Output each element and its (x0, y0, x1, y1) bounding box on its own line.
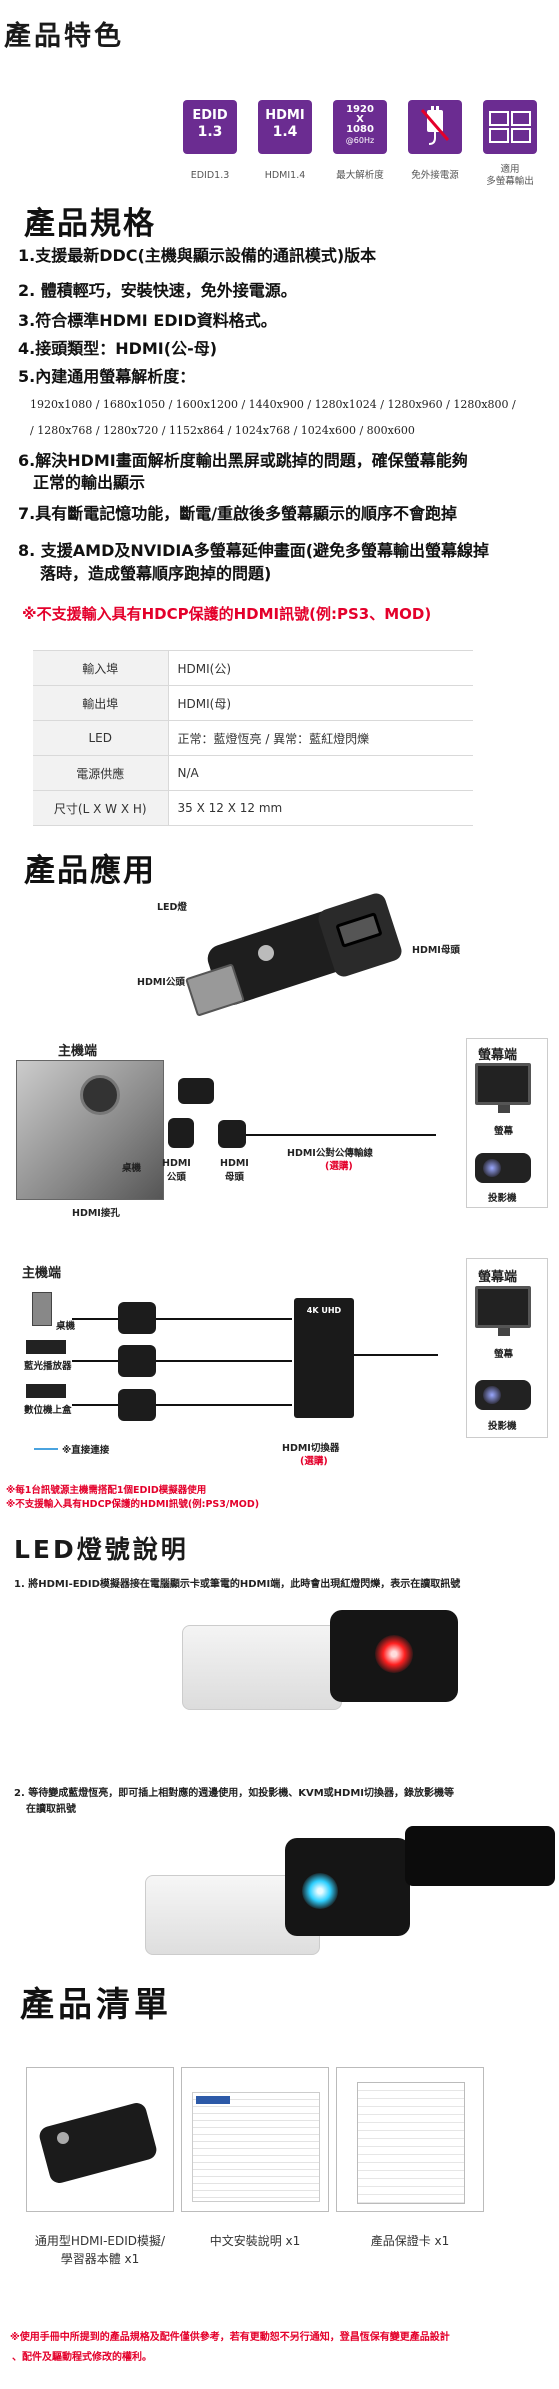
hdmi-plug-image (182, 1625, 342, 1710)
direct-connect-line (34, 1448, 58, 1450)
feature-caption: HDMI1.4 (264, 170, 306, 181)
adapter-image (118, 1389, 156, 1421)
hdmi-male-label: HDMI公頭 (137, 977, 185, 988)
projector-image (475, 1153, 531, 1183)
feature-caption: EDID1.3 (190, 170, 230, 181)
blue-led-icon (302, 1873, 338, 1909)
content-item-label: 中文安裝說明 x1 (209, 2234, 301, 2248)
content-item-box (181, 2067, 329, 2212)
male-label: HDMI 公頭 (162, 1158, 191, 1183)
spec-item: 7.具有斷電記憶功能，斷電/重啟後多螢幕顯示的順序不會跑掉 (18, 504, 458, 523)
bluray-icon (26, 1340, 66, 1354)
spec-item: 正常的輸出顯示 (33, 473, 146, 492)
application-note: ※不支援輸入具有HDCP保護的HDMI訊號(例:PS3/MOD) (6, 1499, 260, 1510)
contents-title: 產品清單 (20, 1985, 172, 2025)
hdmi-cable (72, 1318, 292, 1320)
female-label: HDMI 母頭 (220, 1158, 249, 1183)
source-label: 數位機上盒 (24, 1405, 72, 1416)
cable-label: HDMI公對公傳輸線 (287, 1148, 373, 1159)
spec-item: 8. 支援AMD及NVIDIA多螢幕延伸畫面(避免多螢幕輸出螢幕線掉 (18, 541, 490, 560)
projector-label: 投影機 (488, 1421, 517, 1432)
features-title: 產品特色 (4, 21, 124, 52)
monitor-label: 螢幕 (494, 1126, 514, 1137)
content-item-label: 通用型HDMI-EDID模擬/學習器本體 x1 (34, 2234, 166, 2266)
switch-note: (選購) (300, 1456, 328, 1467)
adapter-image (118, 1302, 156, 1334)
stb-icon (26, 1384, 66, 1398)
projector-image (475, 1380, 531, 1410)
specs-title: 產品規格 (24, 206, 156, 242)
spec-item: 2. 體積輕巧，安裝快速，免外接電源。 (18, 281, 297, 300)
led-step-2: 2. 等待變成藍燈恆亮，即可插上相對應的週邊使用，如投影機、KVM或HDMI切換… (14, 1788, 455, 1799)
hdmi-switch-image: 4K UHD (294, 1298, 354, 1418)
led-step-1: 1. 將HDMI-EDID模擬器接在電腦顯示卡或筆電的HDMI端，此時會出現紅燈… (14, 1579, 461, 1590)
content-item-box (26, 2067, 174, 2212)
source-label: 藍光播放器 (24, 1361, 72, 1372)
monitor-image (475, 1063, 531, 1113)
adapter-image (118, 1345, 156, 1377)
feature-caption: 免外接電源 (411, 170, 459, 181)
hdcp-warning: ※不支援輸入具有HDCP保護的HDMI訊號(例:PS3、MOD) (22, 605, 432, 623)
footer-note: 、配件及驅動程式修改的權利。 (12, 2352, 152, 2363)
feature-caption: 最大解析度 (336, 170, 384, 181)
feature-caption: 適用 多螢幕輸出 (486, 164, 534, 187)
led-title: LED燈號說明 (14, 1535, 189, 1564)
hdmi-female-label: HDMI母頭 (412, 945, 460, 956)
screen-side-label: 螢幕端 (478, 1270, 518, 1285)
application-note: ※每1台訊號源主機需搭配1個EDID模擬器使用 (6, 1485, 207, 1496)
cable-note: (選購) (325, 1161, 353, 1172)
content-item-box (336, 2067, 484, 2212)
screen-side-box (466, 1258, 548, 1438)
adapter-male-image (168, 1118, 194, 1148)
hdmi-cable (405, 1826, 555, 1886)
multi-screen-icon (483, 100, 537, 154)
led-label: LED燈 (157, 902, 187, 913)
content-item-label: 產品保證卡 x1 (370, 2234, 450, 2248)
led-step-2: 在讀取訊號 (26, 1804, 76, 1815)
switch-label: HDMI切換器 (282, 1443, 340, 1454)
resolution-icon: 1920 X 1080 @60Hz (333, 100, 387, 154)
footer-note: ※使用手冊中所提到的產品規格及配件僅供參考，若有更動恕不另行通知，登昌恆保有變更… (10, 2332, 450, 2343)
fan-icon (80, 1075, 120, 1115)
spec-item: 3.符合標準HDMI EDID資料格式。 (18, 311, 277, 330)
source-label: 桌機 (56, 1321, 76, 1332)
monitor-image (475, 1286, 531, 1336)
legend-label: ※直接連接 (62, 1445, 110, 1456)
monitor-label: 螢幕 (494, 1349, 514, 1360)
screen-side-box (466, 1038, 548, 1208)
resolution-list: / 1280x768 / 1280x720 / 1152x864 / 1024x… (30, 424, 415, 437)
screen-side-label: 螢幕端 (478, 1048, 518, 1063)
no-power-icon (408, 100, 462, 154)
adapter-image (178, 1078, 214, 1104)
hdmi-cable (72, 1404, 292, 1406)
host-side-label: 主機端 (58, 1044, 98, 1059)
adapter-female-image (218, 1120, 246, 1148)
projector-label: 投影機 (488, 1193, 517, 1204)
hdmi-port-label: HDMI接孔 (72, 1208, 120, 1219)
red-led-icon (375, 1635, 413, 1673)
hdmi-cable (354, 1354, 438, 1356)
spec-item: 落時，造成螢幕順序跑掉的問題) (40, 564, 272, 583)
desktop-label: 桌機 (122, 1163, 142, 1174)
hdmi-cable (246, 1134, 436, 1136)
desktop-device-icon (32, 1292, 52, 1326)
resolution-list: 1920x1080 / 1680x1050 / 1600x1200 / 1440… (30, 398, 516, 411)
spec-item: 5.內建通用螢幕解析度： (18, 367, 196, 386)
hdmi-cable (72, 1360, 292, 1362)
table-row: 尺寸(L X W X H)35 X 12 X 12 mm (33, 790, 473, 826)
application-title: 產品應用 (24, 853, 156, 889)
spec-item: 6.解決HDMI畫面解析度輸出黑屏或跳掉的問題，確保螢幕能夠 (18, 451, 468, 470)
spec-item: 4.接頭類型：HDMI(公-母) (18, 339, 218, 358)
host-side-label: 主機端 (22, 1266, 62, 1281)
spec-item: 1.支援最新DDC(主機與顯示設備的通訊模式)版本 (18, 246, 377, 265)
